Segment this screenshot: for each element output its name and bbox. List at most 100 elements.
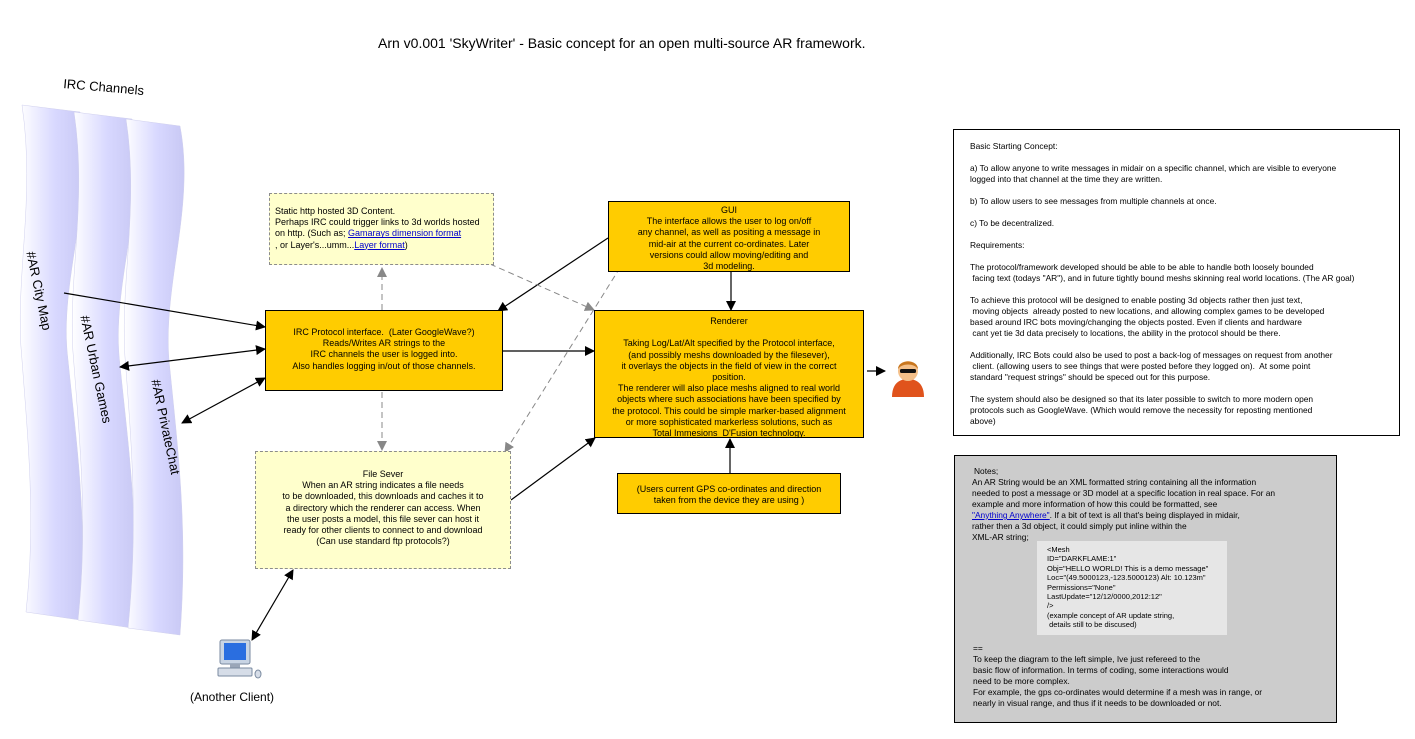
fileserver-line: to be downloaded, this downloads and cac… — [282, 491, 484, 502]
fileserver-line: the user posts a model, this file sever … — [286, 513, 480, 524]
notes-bottom-line: For example, the gps co-ordinates would … — [973, 687, 1263, 697]
concept-line: a) To allow anyone to write messages in … — [970, 163, 1337, 173]
static-line-3: on http. (Such as; — [275, 228, 349, 239]
concept-line — [970, 251, 1399, 262]
concept-line: moving objects already posted to new loc… — [970, 306, 1325, 316]
mesh-line: (example concept of AR update string, — [1047, 610, 1175, 620]
renderer-heading: Renderer — [710, 316, 748, 326]
concept-line — [970, 383, 1399, 394]
renderer-line: The renderer will also place meshs align… — [617, 383, 841, 394]
mesh-line: Obj="HELLO WORLD! This is a demo message… — [1047, 563, 1209, 573]
gui-line: 3d modeling. — [703, 261, 755, 272]
notes-line: example and more information of how this… — [972, 499, 1218, 509]
gui-line: versions could allow moving/editing and — [649, 249, 809, 260]
concept-line — [970, 284, 1399, 295]
dashed-arrow-gui-to-fileserver — [504, 241, 637, 453]
concept-line — [970, 207, 1399, 218]
concept-line: To achieve this protocol will be designe… — [970, 295, 1303, 305]
gui-line: The interface allows the user to log on/… — [646, 216, 812, 227]
arrow-private-protocol — [181, 377, 266, 424]
mesh-line: /> — [1047, 601, 1054, 611]
notes-bottom-line: need to be more complex. — [973, 676, 1070, 686]
arrow-fileserver-to-renderer — [510, 437, 596, 501]
renderer-line: position. — [712, 372, 746, 383]
concept-line — [970, 152, 1399, 163]
concept-line: standard "request strings" should be spe… — [970, 372, 1211, 382]
notes-bottom-line: nearly in visual range, and thus if it n… — [973, 698, 1222, 708]
fileserver-heading: File Sever — [362, 469, 404, 479]
concept-line: Requirements: — [970, 240, 1025, 250]
notes-bottom-line: == — [973, 643, 983, 653]
mesh-example-box: <Mesh ID="DARKFLAME:1" Obj="HELLO WORLD!… — [1037, 541, 1227, 635]
mesh-line: LastUpdate="12/12/0000,2012:12" — [1047, 592, 1162, 602]
irc-protocol-box: IRC Protocol interface. (Later GoogleWav… — [265, 310, 503, 391]
mesh-line: ID="DARKFLAME:1" — [1047, 554, 1117, 564]
static-line-4: , or Layer's...umm... — [275, 239, 355, 250]
mesh-line: <Mesh — [1047, 545, 1070, 554]
renderer-line: or more sophisticated markerless solutio… — [625, 416, 833, 427]
arrow-urban-protocol — [119, 345, 266, 371]
static-line-2: Perhaps IRC could trigger links to 3d wo… — [275, 217, 480, 228]
concept-line: facing text (todays "AR"), and in future… — [970, 273, 1355, 283]
arrow-client-fileserver — [251, 569, 294, 641]
gps-line: (Users current GPS co-ordinates and dire… — [636, 484, 822, 494]
arrow-citymap-to-protocol — [63, 292, 266, 331]
gamarays-link[interactable]: Gamarays dimension format — [348, 228, 462, 239]
renderer-line: the protocol. This could be simple marke… — [612, 405, 846, 416]
notes-line: . If a bit of text is all that's being d… — [1049, 510, 1240, 520]
concept-line: based around IRC bots moving/changing th… — [970, 317, 1302, 327]
protocol-line: IRC Protocol interface. (Later GoogleWav… — [293, 327, 475, 337]
static-line-1: Static http hosted 3D Content. — [275, 206, 396, 216]
gui-line: mid-air at the current co-ordinates. Lat… — [648, 238, 810, 249]
notes-bottom-line: To keep the diagram to the left simple, … — [973, 654, 1201, 664]
concept-line — [970, 339, 1399, 350]
static-content-box: Static http hosted 3D Content. Perhaps I… — [269, 193, 494, 265]
layer-format-link[interactable]: Layer format — [354, 239, 405, 250]
renderer-line: Total Immesions D'Fusion technology. — [652, 428, 806, 439]
concept-line: b) To allow users to see messages from m… — [970, 196, 1217, 206]
notes-bottom-line: basic flow of information. In terms of c… — [973, 665, 1229, 675]
mesh-line: Permissions="None" — [1047, 582, 1116, 592]
mesh-line: details still to be discused) — [1047, 620, 1137, 630]
gui-heading: GUI — [720, 205, 737, 215]
fileserver-line: a directory which the renderer can acces… — [285, 502, 481, 513]
gui-box: GUI The interface allows the user to log… — [608, 201, 850, 272]
fileserver-line: When an AR string indicates a file needs — [302, 480, 464, 491]
renderer-line: Taking Log/Lat/Alt specified by the Prot… — [623, 338, 835, 349]
notes-line: XML-AR string; — [972, 532, 1029, 542]
concept-line: Basic Starting Concept: — [970, 141, 1058, 151]
another-client-label: (Another Client) — [190, 690, 275, 704]
concept-line: protocols such as GoogleWave. (Which wou… — [970, 405, 1313, 415]
diagram-title: Arn v0.001 'SkyWriter' - Basic concept f… — [378, 35, 866, 51]
notes-line: Notes; — [974, 466, 999, 476]
notes-line: rather then a 3d object, it could simply… — [972, 521, 1187, 531]
notes-bottom-text: == To keep the diagram to the left simpl… — [973, 643, 1333, 709]
arrow-gui-to-protocol — [497, 237, 609, 312]
file-server-box: File Sever When an AR string indicates a… — [255, 451, 511, 569]
renderer-line: objects where such associations have bee… — [617, 394, 841, 405]
concept-line: client. (allowing users to see things th… — [970, 361, 1311, 371]
computer-client-icon — [217, 639, 262, 679]
anything-anywhere-link[interactable]: "Anything Anywhere" — [972, 510, 1050, 520]
notes-line: An AR String would be an XML formatted s… — [972, 477, 1257, 487]
user-avatar-icon — [892, 361, 924, 397]
gps-line: taken from the device they are using ) — [653, 495, 805, 506]
gps-box: (Users current GPS co-ordinates and dire… — [617, 473, 841, 514]
concept-line: cant yet tie 3d data precisely to locati… — [970, 328, 1281, 338]
protocol-line: Reads/Writes AR strings to the — [322, 338, 446, 349]
concept-line: logged into that channel at the time the… — [970, 174, 1163, 184]
gui-line: any channel, as well as positing a messa… — [637, 227, 821, 238]
concept-line: above) — [970, 416, 996, 426]
concept-line — [970, 185, 1399, 196]
static-line-4-end: ) — [404, 239, 408, 250]
notes-line: needed to post a message or 3D model at … — [972, 488, 1276, 498]
renderer-box: Renderer Taking Log/Lat/Alt specified by… — [594, 310, 864, 438]
fileserver-line: ready for other clients to connect to an… — [283, 525, 483, 536]
renderer-line: it overlays the objects in the field of … — [621, 360, 837, 371]
concept-line: c) To be decentralized. — [970, 218, 1055, 228]
concept-line: The protocol/framework developed should … — [970, 262, 1314, 272]
channel-band-private-chat — [123, 118, 185, 636]
concept-line: The system should also be designed so th… — [970, 394, 1314, 404]
protocol-line: IRC channels the user is logged into. — [310, 349, 458, 360]
